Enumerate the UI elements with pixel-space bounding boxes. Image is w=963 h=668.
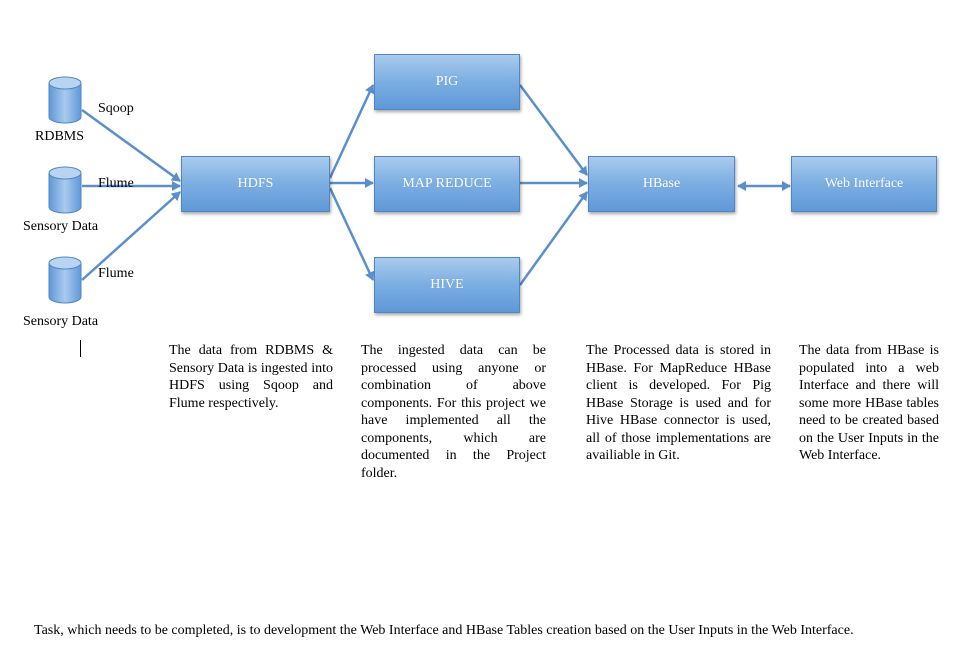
task-note: Task, which needs to be completed, is to… xyxy=(34,623,854,638)
arrow-pig-hbase xyxy=(518,84,589,176)
database-icon-sensory-1 xyxy=(48,166,82,214)
database-icon-rdbms xyxy=(48,76,82,124)
node-pig: PIG xyxy=(374,54,520,110)
arrow-hive-hbase xyxy=(518,191,589,286)
description-hdfs: The data from RDBMS & Sensory Data is in… xyxy=(169,343,333,411)
node-pig-label: PIG xyxy=(435,74,459,89)
arrow-hdfs-hive xyxy=(328,187,375,281)
node-web-interface: Web Interface xyxy=(791,156,937,212)
source-label-rdbms: RDBMS xyxy=(35,129,85,144)
node-hbase: HBase xyxy=(588,156,735,212)
node-mapreduce: MAP REDUCE xyxy=(374,156,520,212)
description-web-interface: The data from HBase is populated into a … xyxy=(799,343,939,463)
node-hbase-label: HBase xyxy=(642,176,681,191)
arrow-rdbms-hdfs xyxy=(81,108,181,183)
arrow-sensory2-hdfs xyxy=(81,191,181,281)
node-web-interface-label: Web Interface xyxy=(824,176,904,191)
tool-label-flume-2: Flume xyxy=(98,266,134,281)
arrow-hdfs-pig xyxy=(328,84,375,179)
description-hbase: The Processed data is stored in HBase. F… xyxy=(586,343,771,463)
node-hive: HIVE xyxy=(374,257,520,313)
tool-label-flume-1: Flume xyxy=(98,176,134,191)
source-label-sensory-2: Sensory Data xyxy=(23,314,99,329)
description-processing: The ingested data can be processed using… xyxy=(361,343,546,481)
source-label-sensory-1: Sensory Data xyxy=(23,219,99,234)
tool-label-sqoop: Sqoop xyxy=(98,101,134,116)
node-hdfs-label: HDFS xyxy=(237,176,274,191)
node-mapreduce-label: MAP REDUCE xyxy=(402,176,492,191)
node-hive-label: HIVE xyxy=(430,277,464,292)
database-icon-sensory-2 xyxy=(48,256,82,304)
node-hdfs: HDFS xyxy=(181,156,330,212)
text-cursor xyxy=(80,340,81,357)
